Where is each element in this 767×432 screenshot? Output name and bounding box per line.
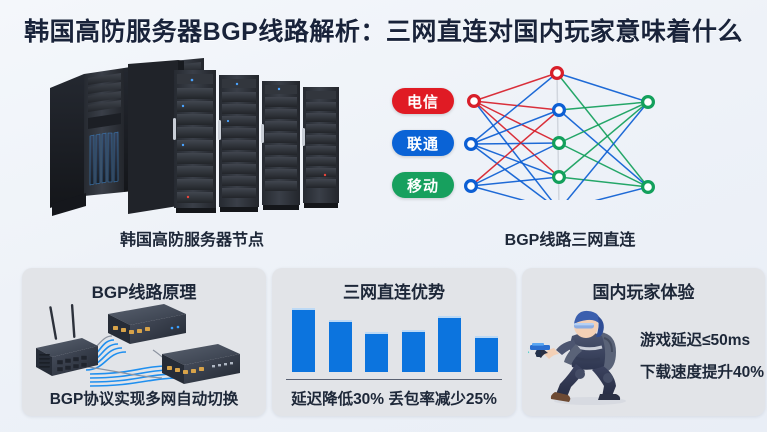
mesh-edge: [473, 100, 560, 178]
switch-device-top: [108, 304, 186, 344]
mesh-node-M0[interactable]: [549, 65, 564, 80]
mesh-edge: [558, 101, 649, 178]
mesh-edge: [558, 109, 649, 188]
mesh-edge: [470, 142, 560, 187]
hero-section: 电信联通移动: [0, 52, 767, 252]
chart-bar: [365, 332, 389, 372]
mesh-edge: [556, 72, 560, 200]
mesh-edge: [558, 101, 649, 111]
chart-bar: [438, 316, 462, 372]
chart-bar: [475, 336, 498, 372]
isp-badge-2[interactable]: 移动: [392, 172, 454, 198]
router-switch-diagram: [36, 304, 240, 387]
page-title: 韩国高防服务器BGP线路解析：三网直连对国内玩家意味着什么: [24, 18, 743, 46]
mesh-edge: [470, 176, 560, 187]
network-caption: BGP线路三网直连: [504, 232, 636, 249]
chart-baseline: [286, 378, 502, 380]
mesh-edge: [558, 101, 649, 144]
mesh-edge: [470, 185, 526, 200]
mesh-node-M2[interactable]: [551, 136, 566, 151]
card-title: 国内玩家体验: [592, 283, 695, 302]
card-title: BGP线路原理: [91, 283, 197, 302]
mesh-edge: [470, 143, 560, 178]
card-title: 三网直连优势: [343, 283, 445, 302]
server-rack-svg: [50, 58, 339, 216]
mesh-node-L1[interactable]: [467, 93, 482, 108]
card-footer: 延迟降低30% 丢包率减少25%: [291, 391, 497, 408]
mesh-edge: [470, 142, 560, 145]
card-bgp-principle[interactable]: BGP线路原理 BGP协议实现多网自动切换: [22, 268, 266, 416]
mesh-edge: [470, 143, 547, 200]
player-stat-1: 下载速度提升40%: [640, 364, 765, 381]
card-direct-connect-advantage[interactable]: 三网直连优势 延迟降低30% 丢包率减少25%: [272, 268, 516, 416]
card-footer: BGP协议实现多网自动切换: [49, 391, 239, 408]
mesh-node-M3[interactable]: [551, 170, 566, 185]
rack-center-block: [128, 60, 178, 214]
mesh-edge: [473, 100, 553, 200]
server-caption: 韩国高防服务器节点: [119, 232, 264, 249]
mesh-edge: [473, 72, 558, 102]
mesh-edge: [566, 101, 649, 200]
mesh-edge: [556, 72, 649, 188]
mesh-edge: [470, 109, 560, 145]
card-player-experience[interactable]: 国内玩家体验: [522, 268, 765, 416]
mesh-edge: [473, 100, 560, 111]
mesh-edge: [473, 100, 560, 144]
mesh-node-L3[interactable]: [464, 179, 479, 194]
bar-chart: [292, 302, 498, 372]
switch-device-bottom: [162, 344, 240, 384]
mesh-edge: [558, 142, 649, 188]
mesh-node-R2[interactable]: [640, 180, 655, 195]
mesh-node-M1[interactable]: [551, 102, 566, 117]
mesh-edge: [594, 186, 649, 200]
server-rack-illustration: [32, 56, 352, 226]
gamer-character: [528, 310, 626, 405]
router-device: [36, 304, 98, 376]
mesh-edge: [470, 109, 560, 187]
mesh-edge: [558, 176, 649, 188]
chart-bar: [292, 308, 315, 372]
isp-badge-1[interactable]: 联通: [392, 130, 454, 156]
isp-badge-0[interactable]: 电信: [392, 88, 454, 114]
rack-group-front: [173, 70, 339, 213]
chart-bar: [401, 330, 425, 372]
mesh-node-L2[interactable]: [464, 137, 479, 152]
chart-bar: [328, 320, 352, 372]
mesh-edge: [556, 72, 649, 103]
mesh-node-R1[interactable]: [640, 94, 655, 109]
mesh-edge: [470, 72, 558, 145]
player-stat-0: 游戏延迟≤50ms: [640, 332, 751, 349]
